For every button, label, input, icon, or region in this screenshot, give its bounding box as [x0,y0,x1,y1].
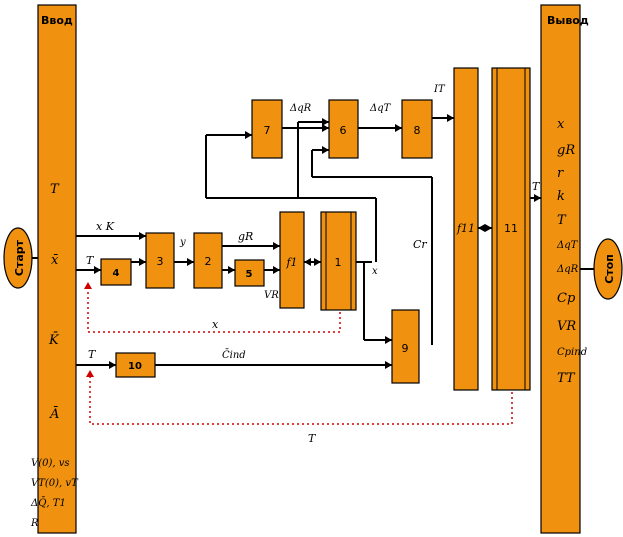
edge-label-t-to-10: T [88,348,97,361]
block-7-label: 7 [264,124,271,137]
edge-label-x-feedback: x [212,318,219,331]
block-9[interactable] [391,309,420,384]
block-2-label: 2 [205,255,212,268]
output-var-dqr: ΔqR [556,264,579,275]
output-var-r: r [557,166,564,181]
input-var-t: T [50,182,60,197]
output-var-vr: VR [557,319,576,334]
block-5-label: 5 [246,269,253,280]
block-5[interactable] [234,259,265,287]
block-6[interactable] [328,99,359,159]
edge-label-y: y [179,237,186,248]
input-var-x: x̄ [51,253,59,268]
block-f11[interactable] [453,67,479,391]
block-8[interactable] [401,99,433,159]
block-10-label: 10 [128,361,142,372]
edge-label-cind: C̄ind [222,349,246,361]
input-param-3: ΔQ̄, T1 [30,497,66,509]
edge-label-cr: Cr [413,238,427,251]
block-7[interactable] [251,99,283,159]
output-panel [540,4,581,534]
edge-label-dqr: ΔqR [289,103,312,114]
block-3-label: 3 [157,255,164,268]
block-f1[interactable] [279,211,305,309]
edge-label-t-out: T [532,180,541,193]
edge-label-x-out: x [372,266,378,277]
edge-label-dqt: ΔqT [369,103,392,114]
block-4-label: 4 [113,268,120,279]
stop-terminal[interactable] [593,238,623,300]
block-f11-label: f11 [456,222,475,235]
edge-label-it: IT [433,84,446,95]
output-var-cp: Cp [557,291,576,306]
block-9-label: 9 [402,342,409,355]
input-param-2: VT(0), vT [31,478,79,489]
stop-label: Стоп [603,254,616,284]
output-var-x: x [557,117,565,132]
block-2[interactable] [193,232,223,289]
feedback-lines [87,284,513,425]
edge-label-gr: gR [238,230,253,243]
input-panel [37,4,77,534]
block-8-label: 8 [414,124,421,137]
output-var-dqt: ΔqT [556,240,579,251]
input-var-k: K̄ [48,332,60,348]
output-var-k: k [557,189,565,204]
connection-lines [30,117,594,366]
edge-label-xk: x K [96,220,115,233]
input-param-4: R [30,518,39,529]
output-var-gr: gR [557,143,575,158]
input-header: Ввод [41,14,73,27]
block-f1-label: f1 [285,256,297,269]
edge-label-t-bottom: T [308,432,317,445]
block-3[interactable] [145,232,175,289]
edge-label-vr: VR [264,290,279,301]
start-label: Старт [13,239,26,276]
block-1-label: 1 [335,256,342,269]
block-11[interactable] [491,67,531,391]
block-11-label: 11 [504,222,518,235]
output-var-t: T [557,213,567,228]
input-param-1: V(0), vs [31,458,70,469]
edge-label-t-to-4: T [86,254,95,267]
input-var-a: Ā [49,406,59,422]
block-6-label: 6 [340,124,347,137]
output-var-cpind: Cpind [557,347,587,358]
output-var-tt: TT [557,371,576,386]
output-header: Вывод [547,14,589,27]
block-10[interactable] [115,352,156,378]
arrowheads [84,114,541,377]
block-4[interactable] [100,258,132,286]
start-terminal[interactable] [3,227,33,289]
block-1[interactable] [320,211,357,311]
